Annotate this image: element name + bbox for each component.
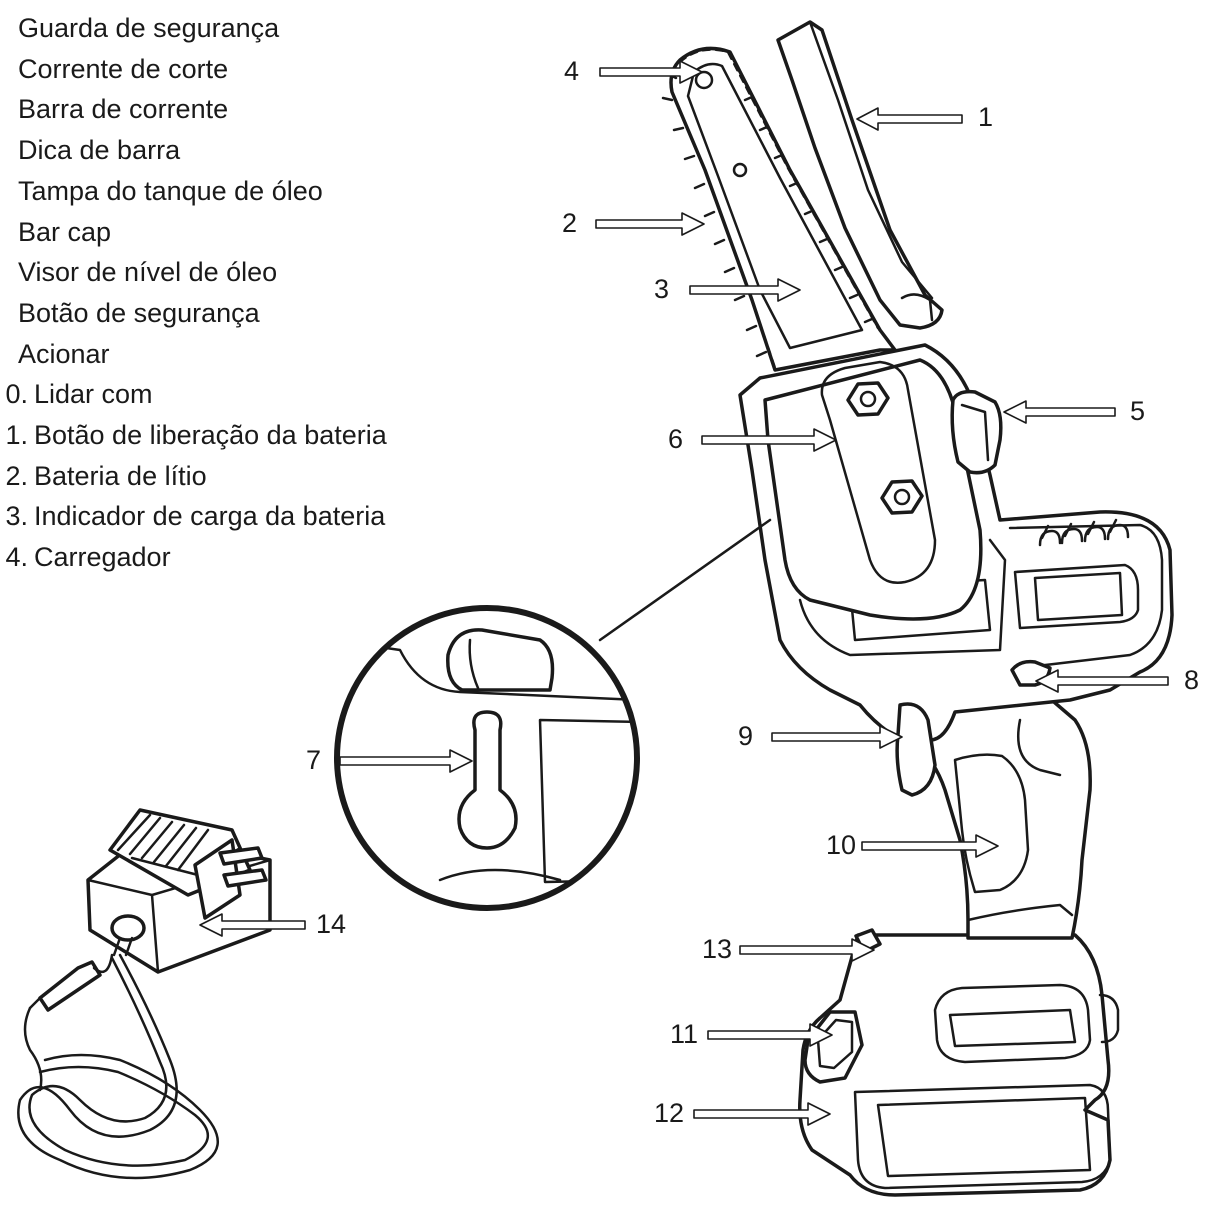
callout-number: 6 [668, 424, 683, 454]
legend-item-number: 2. [5, 460, 28, 491]
callout-2: 2 [562, 208, 705, 238]
legend-item-number: 4. [5, 542, 28, 573]
callout-10: 10 [826, 830, 999, 860]
callout-number: 11 [670, 1019, 698, 1049]
legend-item-number: 0. [5, 379, 28, 410]
callouts: 1 2 3 4 5 [199, 56, 1199, 1128]
callout-number: 7 [306, 745, 321, 775]
legend-item: Tampa do tanque de óleo [0, 171, 387, 212]
oil-level-detail-circle [334, 605, 640, 911]
callout-9: 9 [738, 721, 903, 751]
charger-drawing [17, 808, 272, 1180]
legend-item: Botão de segurança [0, 293, 387, 334]
legend-item-number: 3. [5, 501, 28, 532]
callout-4: 4 [564, 56, 703, 86]
legend-item: Visor de nível de óleo [0, 252, 387, 293]
callout-number: 5 [1130, 396, 1145, 426]
legend-item-label: Guarda de segurança [18, 13, 280, 43]
legend-item: 2.Bateria de lítio [0, 456, 387, 497]
legend-item: 0.Lidar com [0, 374, 387, 415]
legend-item-number: 1. [5, 420, 28, 451]
callout-number: 9 [738, 721, 753, 751]
legend-item: 3.Indicador de carga da bateria [0, 496, 387, 537]
legend-item: 4.Carregador [0, 537, 387, 578]
callout-11: 11 [670, 1019, 833, 1049]
legend-item-label: Acionar [18, 338, 110, 369]
legend-item: Barra de corrente [0, 89, 387, 130]
callout-number: 4 [564, 56, 579, 86]
legend-item-label: Barra de corrente [18, 94, 229, 125]
callout-1: 1 [856, 102, 993, 132]
legend-item: Bar cap [0, 212, 387, 253]
callout-14: 14 [199, 909, 346, 939]
legend-item-label: Tampa do tanque de óleo [18, 175, 323, 206]
callout-number: 13 [702, 934, 732, 964]
legend-item-label: Bar cap [18, 216, 112, 247]
legend-item-label: Dica de barra [18, 135, 181, 166]
safety-guard-shape [776, 20, 944, 330]
callout-number: 1 [978, 102, 993, 132]
callout-number: 2 [562, 208, 577, 238]
callout-5: 5 [1003, 396, 1145, 426]
legend-item-label: Botão de liberação da bateria [34, 420, 387, 451]
legend-item: Dica de barra [0, 130, 387, 171]
legend-item-label: Lidar com [34, 379, 153, 410]
legend-item-label: Bateria de lítio [34, 460, 207, 491]
legend-item: 1.Botão de liberação da bateria [0, 415, 387, 456]
legend-item: Guarda de segurança [0, 8, 387, 49]
zoom-leader-line [598, 518, 772, 642]
callout-number: 8 [1184, 665, 1199, 695]
legend-item-label: Indicador de carga da bateria [34, 501, 386, 532]
parts-legend: Guarda de segurança Corrente de corte Ba… [0, 8, 387, 578]
callout-13: 13 [702, 934, 875, 964]
callout-number: 3 [654, 274, 669, 304]
legend-item-label: Visor de nível de óleo [18, 257, 278, 288]
callout-8: 8 [1035, 665, 1199, 695]
motor-housing-shape [738, 343, 1174, 797]
callout-number: 14 [316, 909, 346, 939]
legend-item: Acionar [0, 334, 387, 375]
legend-item-label: Corrente de corte [18, 53, 229, 84]
callout-6: 6 [668, 424, 837, 454]
callout-number: 10 [826, 830, 856, 860]
callout-12: 12 [654, 1098, 831, 1128]
callout-7: 7 [306, 745, 473, 775]
chainsaw-drawing [598, 20, 1174, 1197]
legend-item-label: Carregador [34, 542, 171, 573]
lithium-battery-shape [798, 928, 1120, 1197]
callout-number: 12 [654, 1098, 684, 1128]
legend-item: Corrente de corte [0, 49, 387, 90]
legend-item-label: Botão de segurança [18, 297, 260, 328]
callout-3: 3 [654, 274, 801, 304]
handle-shape [910, 688, 1092, 940]
